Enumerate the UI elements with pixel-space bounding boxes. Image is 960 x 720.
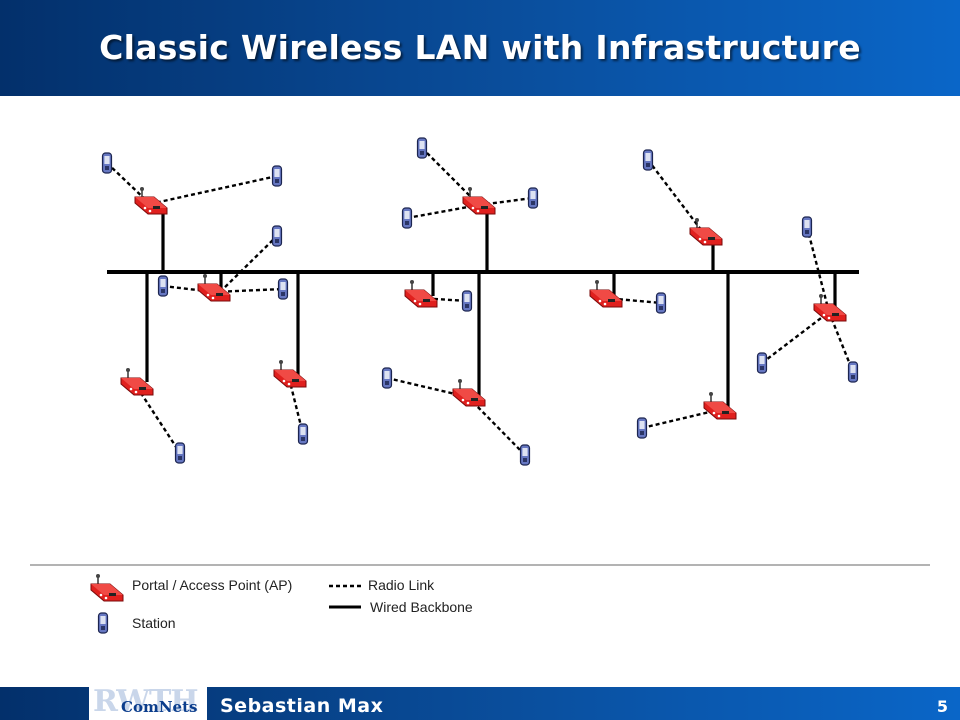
station-icon: [461, 290, 473, 312]
logo-rwth-text: RWTH: [93, 687, 199, 719]
radio-link: [135, 386, 182, 454]
legend-label-radio-link: Radio Link: [368, 577, 435, 593]
station-icon: [416, 137, 428, 159]
station-icon: [655, 292, 667, 314]
radio-link: [213, 287, 284, 294]
logo-comnets-text: ComNets: [121, 698, 198, 716]
slide-title: Classic Wireless LAN with Infrastructure: [99, 28, 861, 67]
legend-label-station: Station: [132, 615, 176, 631]
access-point-icon: [197, 273, 231, 302]
station-icon: [847, 361, 859, 383]
legend-access-point-icon: [90, 573, 124, 602]
access-point-icon: [462, 186, 496, 215]
station-icon: [271, 225, 283, 247]
radio-link: [761, 311, 830, 364]
station-icon: [277, 278, 289, 300]
radio-link: [219, 235, 278, 293]
access-point-icon: [589, 279, 623, 308]
author-name: Sebastian Max: [220, 695, 384, 717]
legend-label-wired-backbone: Wired Backbone: [370, 599, 473, 615]
legend-label-access-point: Portal / Access Point (AP): [132, 577, 293, 593]
station-icon: [271, 165, 283, 187]
page-number: 5: [936, 697, 948, 716]
station-icon: [756, 352, 768, 374]
legend-station-icon: [97, 612, 109, 634]
access-point-icon: [134, 186, 168, 215]
station-icon: [519, 444, 531, 466]
station-icon: [642, 149, 654, 171]
station-icon: [801, 216, 813, 238]
station-icon: [636, 417, 648, 439]
radio-link: [805, 226, 831, 313]
access-point-icon: [813, 293, 847, 322]
station-icon: [101, 152, 113, 174]
radio-link: [827, 311, 855, 373]
station-icon: [401, 207, 413, 229]
station-icon: [527, 187, 539, 209]
radio-link: [149, 174, 278, 206]
station-icon: [381, 367, 393, 389]
station-icon: [174, 442, 186, 464]
header-bar: [0, 0, 960, 96]
access-point-icon: [703, 391, 737, 420]
radio-link: [406, 203, 480, 220]
radio-link: [647, 159, 706, 236]
station-icon: [157, 275, 169, 297]
station-icon: [297, 423, 309, 445]
comnets-logo: RWTH ComNets: [89, 687, 207, 720]
radio-link: [641, 408, 719, 430]
access-point-icon: [273, 359, 307, 388]
